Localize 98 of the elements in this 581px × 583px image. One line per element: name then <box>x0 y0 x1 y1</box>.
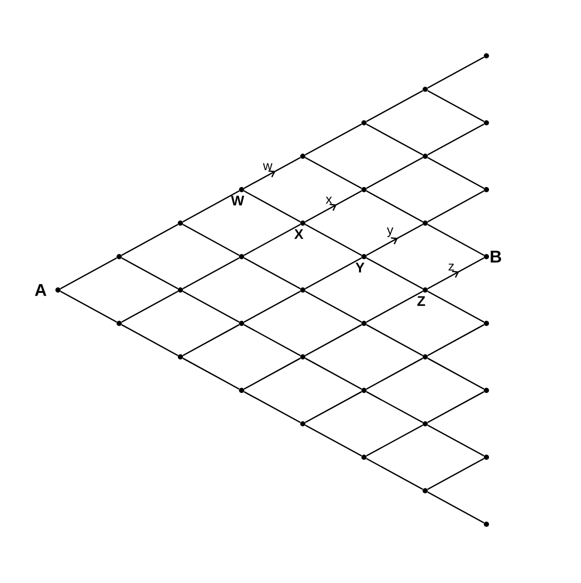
lattice-line <box>427 56 484 89</box>
point-label: Z <box>417 296 426 306</box>
lattice-point <box>484 187 489 192</box>
point-label: X <box>294 229 304 239</box>
lattice-point <box>239 187 244 192</box>
lattice-point <box>484 53 489 58</box>
lattice-line <box>427 491 484 524</box>
lattice-line <box>366 358 424 390</box>
lattice-line <box>427 190 484 222</box>
lattice-line <box>427 224 484 256</box>
lattice-point <box>361 454 367 460</box>
lattice-line <box>182 290 240 323</box>
lattice-point <box>484 120 489 126</box>
point-label: Y <box>356 262 364 272</box>
edge-label: z <box>448 264 454 271</box>
lattice-line <box>304 224 362 256</box>
point-label: W <box>231 196 244 206</box>
lattice-line <box>244 290 301 323</box>
lattice-line <box>121 257 178 290</box>
lattice-point <box>361 120 367 126</box>
lattice-line <box>182 224 240 256</box>
edge-label: x <box>326 196 332 204</box>
lattice-point <box>422 220 428 226</box>
lattice-line <box>427 156 484 189</box>
lattice-line <box>304 424 362 456</box>
lattice-line <box>244 324 301 356</box>
lattice-line <box>60 290 118 323</box>
point-label: A <box>34 284 46 296</box>
lattice-line <box>182 257 240 290</box>
lattice-line <box>366 156 424 189</box>
lattice-point <box>300 421 306 426</box>
lattice-point <box>484 454 489 460</box>
lattice-line <box>427 458 484 490</box>
lattice-line <box>304 391 362 424</box>
lattice-line <box>60 257 118 290</box>
lattice-point <box>422 154 428 159</box>
lattice-line <box>366 458 424 490</box>
lattice-line <box>304 124 362 156</box>
lattice-line <box>304 290 362 323</box>
lattice-line <box>366 424 424 456</box>
lattice-line <box>244 391 301 424</box>
lattice-line <box>366 391 424 424</box>
lattice-point <box>178 220 183 226</box>
lattice-line <box>427 90 484 122</box>
lattice-point <box>239 254 244 260</box>
lattice-line <box>121 290 178 323</box>
lattice-line <box>244 190 301 222</box>
lattice-line <box>427 358 484 390</box>
lattice-point <box>484 388 489 393</box>
lattice-line <box>304 324 362 356</box>
lattice-line <box>366 290 424 323</box>
lattice-point <box>300 154 306 159</box>
edge-label: y <box>386 228 394 238</box>
lattice-line <box>366 257 424 290</box>
lattice-line <box>427 324 484 356</box>
lattice-point <box>361 254 367 260</box>
lattice-point <box>239 320 244 326</box>
lattice-point <box>178 354 183 360</box>
lattice-point <box>422 488 428 494</box>
edge-label: w <box>263 163 272 170</box>
lattice-line <box>427 124 484 156</box>
lattice-line <box>366 90 424 122</box>
lattice-point <box>239 388 244 393</box>
lattice-line <box>366 190 424 222</box>
lattice-point <box>300 287 306 293</box>
lattice-line <box>366 324 424 356</box>
lattice-point <box>484 254 489 260</box>
lattice-point <box>116 254 122 260</box>
point-label: B <box>490 250 502 262</box>
lattice-point <box>300 354 306 360</box>
lattice-point <box>178 287 183 293</box>
lattice-point <box>361 388 367 393</box>
lattice-point <box>422 287 428 293</box>
lattice-line <box>366 124 424 156</box>
lattice-line <box>427 424 484 456</box>
lattice-line <box>304 257 362 290</box>
lattice-point <box>361 187 367 192</box>
lattice-line <box>304 156 362 189</box>
lattice-line <box>182 190 240 222</box>
lattice-point <box>116 320 122 326</box>
lattice-point <box>484 320 489 326</box>
lattice-line <box>244 257 301 290</box>
lattice-line <box>182 324 240 356</box>
lattice-line <box>182 358 240 390</box>
lattice-point <box>422 354 428 360</box>
lattice-point <box>484 522 489 527</box>
lattice-point <box>422 86 428 92</box>
lattice-line <box>121 324 178 356</box>
lattice-line <box>121 224 178 256</box>
lattice-point <box>55 287 61 293</box>
lattice-line <box>244 224 301 256</box>
lattice-line <box>244 358 301 390</box>
lattice-line <box>427 391 484 424</box>
lattice-line <box>304 358 362 390</box>
lattice-point <box>300 220 306 226</box>
lattice-point <box>422 421 428 426</box>
lattice-point <box>361 320 367 326</box>
lattice-line <box>427 290 484 323</box>
